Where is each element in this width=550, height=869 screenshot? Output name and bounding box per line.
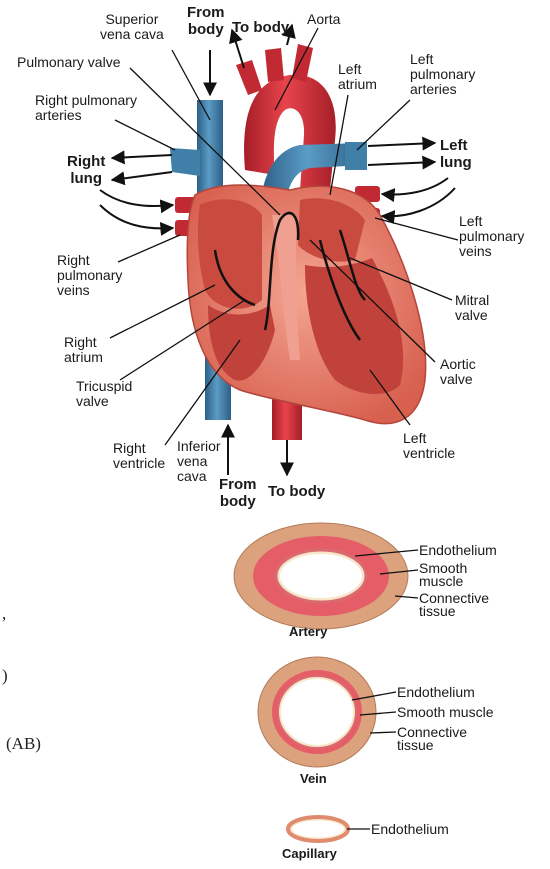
left-pulmonary-artery-shape <box>345 142 367 170</box>
label-aortic-valve: Aortic valve <box>440 357 476 387</box>
aortic-branch-1 <box>236 60 262 95</box>
label-tricuspid-valve: Tricuspid valve <box>76 379 132 409</box>
label-left-pulmonary-veins: Left pulmonary veins <box>459 214 524 259</box>
capillary-title: Capillary <box>282 846 337 861</box>
label-pulmonary-valve: Pulmonary valve <box>17 55 121 70</box>
label-from-body-top: From body <box>187 4 225 38</box>
arrow-right-lung-1 <box>112 155 172 158</box>
right-pulmonary-artery-shape <box>170 148 200 176</box>
arrow-right-lung-return-1 <box>100 190 173 206</box>
vein-label-endothelium: Endothelium <box>397 686 475 699</box>
capillary-lumen <box>292 821 344 838</box>
label-mitral-valve: Mitral valve <box>455 293 489 323</box>
label-left-pulmonary-arteries: Left pulmonary arteries <box>410 52 475 97</box>
arrow-right-lung-2 <box>112 172 172 180</box>
label-right-ventricle: Right ventricle <box>113 441 165 471</box>
label-left-ventricle: Left ventricle <box>403 431 455 461</box>
leader-left-pulmonary-arteries <box>357 100 410 150</box>
aortic-branch-3 <box>292 44 313 82</box>
vein-lumen <box>281 679 353 745</box>
label-right-pulmonary-veins: Right pulmonary veins <box>57 253 122 298</box>
label-right-lung: Right lung <box>67 153 105 187</box>
right-atrium-chamber <box>198 199 262 308</box>
arrow-left-lung-1 <box>368 143 435 146</box>
vein-label-smooth-muscle: Smooth muscle <box>397 706 493 719</box>
label-aorta: Aorta <box>307 12 340 27</box>
arrow-left-lung-2 <box>368 162 435 165</box>
leader-superior-vena-cava <box>172 50 210 120</box>
leader-right-pulmonary-veins <box>118 235 180 262</box>
label-right-pulmonary-arteries: Right pulmonary arteries <box>35 93 137 123</box>
label-to-body-top: To body <box>232 19 289 36</box>
page-fragment-ab: (AB) <box>6 734 41 754</box>
artery-lumen <box>280 554 362 598</box>
aortic-branch-2 <box>265 48 284 82</box>
artery-title: Artery <box>289 624 327 639</box>
label-to-body-bottom: To body <box>268 483 325 500</box>
page-fragment-paren: ) <box>2 666 8 686</box>
vein-title: Vein <box>300 771 327 786</box>
label-right-atrium: Right atrium <box>64 335 103 365</box>
label-inferior-vena-cava: Inferior vena cava <box>177 439 221 484</box>
arrow-right-lung-return-2 <box>100 205 173 228</box>
capillary-label-endothelium: Endothelium <box>371 823 449 836</box>
label-superior-vena-cava: Superior vena cava <box>100 12 164 42</box>
artery-label-endothelium: Endothelium <box>419 544 497 557</box>
artery-label-smooth-muscle: Smooth muscle <box>419 562 467 588</box>
label-left-lung: Left lung <box>440 137 472 171</box>
leader-right-pulmonary-arteries <box>115 120 175 150</box>
vein-leader-connective <box>370 732 396 733</box>
page-fragment-comma: , <box>2 604 6 624</box>
artery-label-connective-tissue: Connective tissue <box>419 592 489 618</box>
label-from-body-bottom: From body <box>219 476 257 510</box>
vein-label-connective-tissue: Connective tissue <box>397 726 467 752</box>
arrow-left-lung-return-1 <box>382 178 448 194</box>
label-left-atrium: Left atrium <box>338 62 377 92</box>
